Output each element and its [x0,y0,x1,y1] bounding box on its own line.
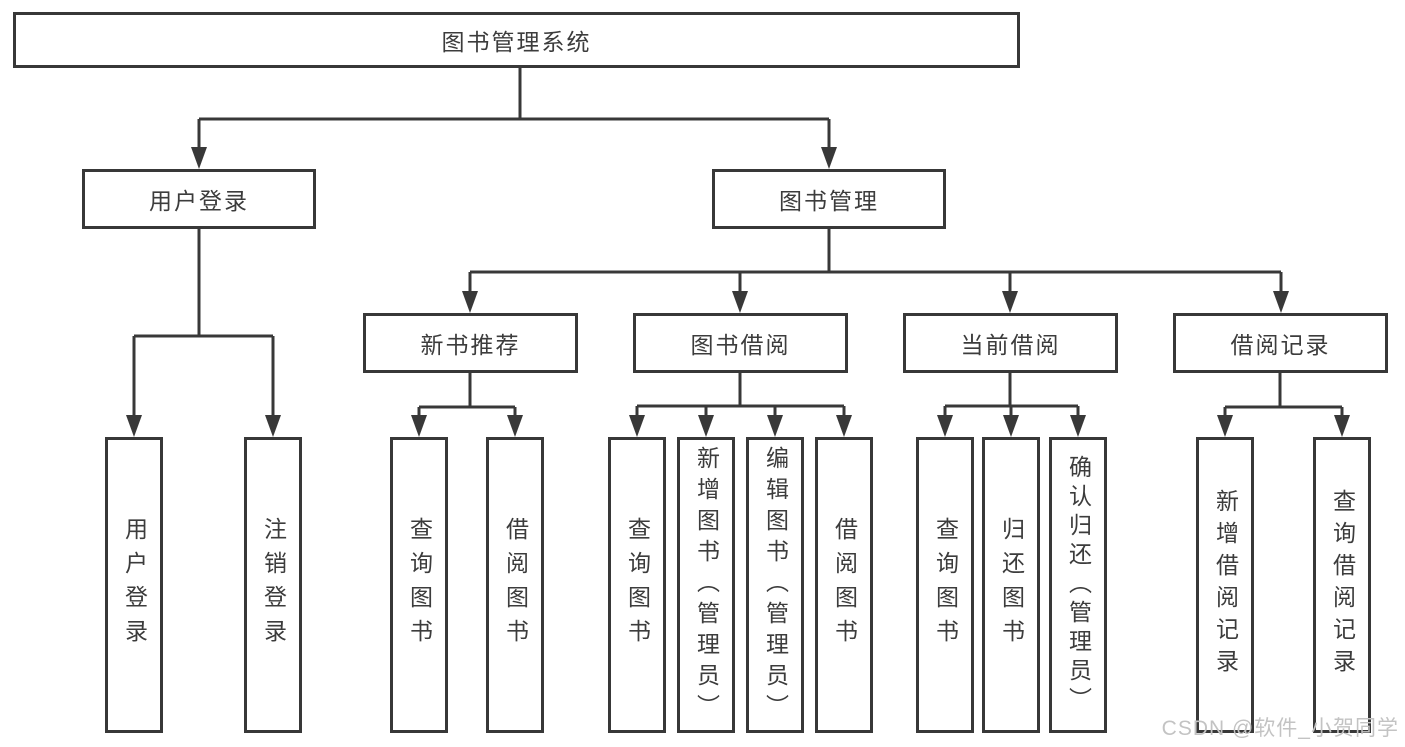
leaf-edit-book-admin-label: 编辑图书（管理员） [762,445,789,725]
leaf-query-books-current-label: 查询图书 [932,517,959,653]
node-new-book-recommend-label: 新书推荐 [420,332,521,358]
leaf-query-borrow-record: 查询借阅记录 [1313,437,1371,733]
leaf-return-book-label: 归还图书 [998,517,1025,653]
leaf-borrow-books-recommend-label: 借阅图书 [502,517,529,653]
leaf-confirm-return-admin-label: 确认归还（管理员） [1065,454,1092,716]
leaf-query-books-recommend-label: 查询图书 [406,517,433,653]
leaf-query-books-borrow-label: 查询图书 [624,517,651,653]
leaf-add-borrow-record: 新增借阅记录 [1196,437,1254,733]
leaf-add-book-admin-label: 新增图书（管理员） [693,445,720,725]
leaf-return-book: 归还图书 [982,437,1040,733]
node-user-login-label: 用户登录 [149,188,249,214]
node-user-login: 用户登录 [82,169,316,229]
leaf-query-books-current: 查询图书 [916,437,974,733]
node-book-borrowing-label: 图书借阅 [690,332,791,358]
leaf-add-book-admin: 新增图书（管理员） [677,437,735,733]
node-new-book-recommend: 新书推荐 [363,313,578,373]
node-root-label: 图书管理系统 [441,29,592,55]
leaf-logout-label: 注销登录 [260,517,287,653]
csdn-watermark: CSDN @软件_小贺同学 [1161,717,1399,740]
node-book-borrowing: 图书借阅 [633,313,848,373]
leaf-borrow-books-label: 借阅图书 [831,517,858,653]
leaf-query-books-borrow: 查询图书 [608,437,666,733]
leaf-query-borrow-record-label: 查询借阅记录 [1329,489,1356,681]
leaf-user-login-label: 用户登录 [121,517,148,653]
leaf-logout: 注销登录 [244,437,302,733]
leaf-edit-book-admin: 编辑图书（管理员） [746,437,804,733]
node-book-management: 图书管理 [712,169,946,229]
leaf-borrow-books-recommend: 借阅图书 [486,437,544,733]
leaf-add-borrow-record-label: 新增借阅记录 [1212,489,1239,681]
leaf-user-login: 用户登录 [105,437,163,733]
leaf-confirm-return-admin: 确认归还（管理员） [1049,437,1107,733]
node-book-management-label: 图书管理 [779,188,879,214]
leaf-query-books-recommend: 查询图书 [390,437,448,733]
node-current-borrowing: 当前借阅 [903,313,1118,373]
leaf-borrow-books: 借阅图书 [815,437,873,733]
node-root: 图书管理系统 [13,12,1020,68]
node-borrowing-records: 借阅记录 [1173,313,1388,373]
node-current-borrowing-label: 当前借阅 [960,332,1061,358]
node-borrowing-records-label: 借阅记录 [1230,332,1331,358]
